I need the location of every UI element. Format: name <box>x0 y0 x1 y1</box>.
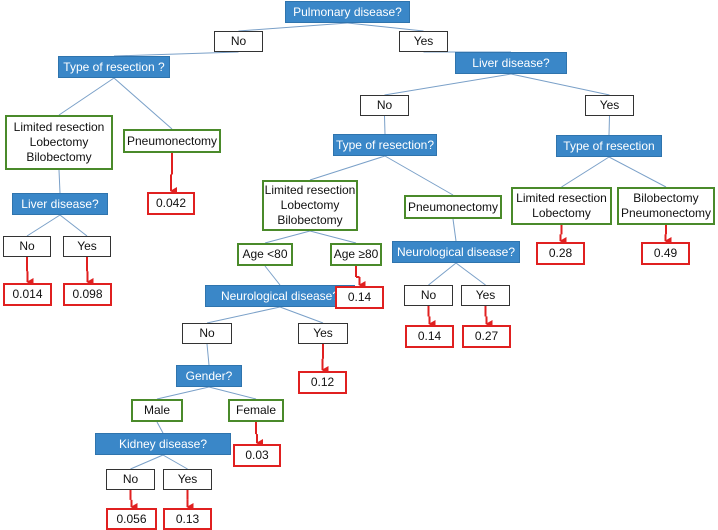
branch-connector <box>428 262 457 286</box>
branch-connector <box>58 77 115 116</box>
outcome-leaf: 0.14 <box>405 325 454 348</box>
outcome-leaf: 0.27 <box>462 325 511 348</box>
outcome-leaf: 0.14 <box>335 286 384 309</box>
liver-right-yes-answer: Yes <box>585 95 634 116</box>
limited-lobectomy-group-right: Limited resection Lobectomy <box>511 187 612 225</box>
branch-connector <box>608 156 667 188</box>
resection-type-question-right: Type of resection <box>556 135 662 157</box>
neurological-disease-question-right: Neurological disease? <box>392 241 520 263</box>
branch-connector <box>238 22 348 32</box>
outcome-leaf: 0.12 <box>298 371 347 394</box>
limited-lobectomy-bilobectomy-group-left: Limited resection Lobectomy Bilobectomy <box>5 115 113 170</box>
kidney-no-answer: No <box>106 469 155 490</box>
branch-connector <box>279 306 324 324</box>
outcome-leaf: 0.014 <box>3 283 52 306</box>
kidney-yes-answer: Yes <box>163 469 212 490</box>
branch-connector <box>206 343 210 366</box>
branch-connector <box>156 386 210 400</box>
branch-connector <box>264 230 311 244</box>
branch-connector <box>455 262 486 286</box>
liver-left-no-answer: No <box>3 236 51 257</box>
outcome-leaf: 0.056 <box>106 508 157 530</box>
outcome-leaf: 0.28 <box>536 242 585 265</box>
limited-lobectomy-bilobectomy-group-middle: Limited resection Lobectomy Bilobectomy <box>262 180 358 231</box>
branch-connector <box>384 115 386 135</box>
age-under-80-group: Age <80 <box>237 243 293 266</box>
branch-connector <box>510 73 610 96</box>
neuro-right-no-answer: No <box>404 285 453 306</box>
branch-connector <box>264 265 281 286</box>
liver-disease-question-right: Liver disease? <box>455 52 567 74</box>
resection-type-question-left: Type of resection ? <box>58 56 170 78</box>
pulmonary-no-answer: No <box>214 31 263 52</box>
branch-connector <box>208 386 257 400</box>
age-80-or-over-group: Age ≥80 <box>330 243 382 266</box>
pneumonectomy-group-left: Pneumonectomy <box>123 129 221 153</box>
gender-question: Gender? <box>176 365 242 387</box>
branch-connector <box>130 454 164 470</box>
neuro-middle-no-answer: No <box>182 323 232 344</box>
branch-connector <box>384 155 454 196</box>
branch-connector <box>162 454 188 470</box>
branch-connector <box>113 77 173 130</box>
branch-connector <box>561 156 610 188</box>
branch-connector <box>309 230 357 244</box>
branch-connector <box>309 155 386 181</box>
outcome-leaf: 0.49 <box>641 242 690 265</box>
kidney-disease-question: Kidney disease? <box>95 433 231 455</box>
pulmonary-yes-answer: Yes <box>399 31 448 52</box>
branch-connector <box>59 214 88 237</box>
branch-connector <box>206 306 281 324</box>
pneumonectomy-group-middle: Pneumonectomy <box>404 195 502 219</box>
branch-connector <box>26 214 61 237</box>
resection-type-question-middle: Type of resection? <box>333 134 437 156</box>
outcome-leaf: 0.098 <box>63 283 112 306</box>
neuro-right-yes-answer: Yes <box>461 285 510 306</box>
branch-connector <box>347 22 424 32</box>
liver-right-no-answer: No <box>360 95 409 116</box>
neuro-middle-yes-answer: Yes <box>298 323 348 344</box>
branch-connector <box>608 115 610 136</box>
outcome-leaf: 0.03 <box>233 444 281 467</box>
branch-connector <box>452 218 457 242</box>
outcome-leaf: 0.13 <box>163 508 212 530</box>
branch-connector <box>113 51 239 57</box>
outcome-leaf: 0.042 <box>147 192 195 215</box>
liver-disease-question-left: Liver disease? <box>12 193 108 215</box>
liver-left-yes-answer: Yes <box>63 236 111 257</box>
male-group: Male <box>131 399 183 422</box>
bilobectomy-pneumonectomy-group-right: Bilobectomy Pneumonectomy <box>617 187 715 225</box>
branch-connector <box>384 73 512 96</box>
neurological-disease-question-middle: Neurological disease? <box>205 285 355 307</box>
branch-connector <box>58 169 61 194</box>
branch-connector <box>156 421 164 434</box>
female-group: Female <box>228 399 284 422</box>
pulmonary-disease-question: Pulmonary disease? <box>285 1 410 23</box>
